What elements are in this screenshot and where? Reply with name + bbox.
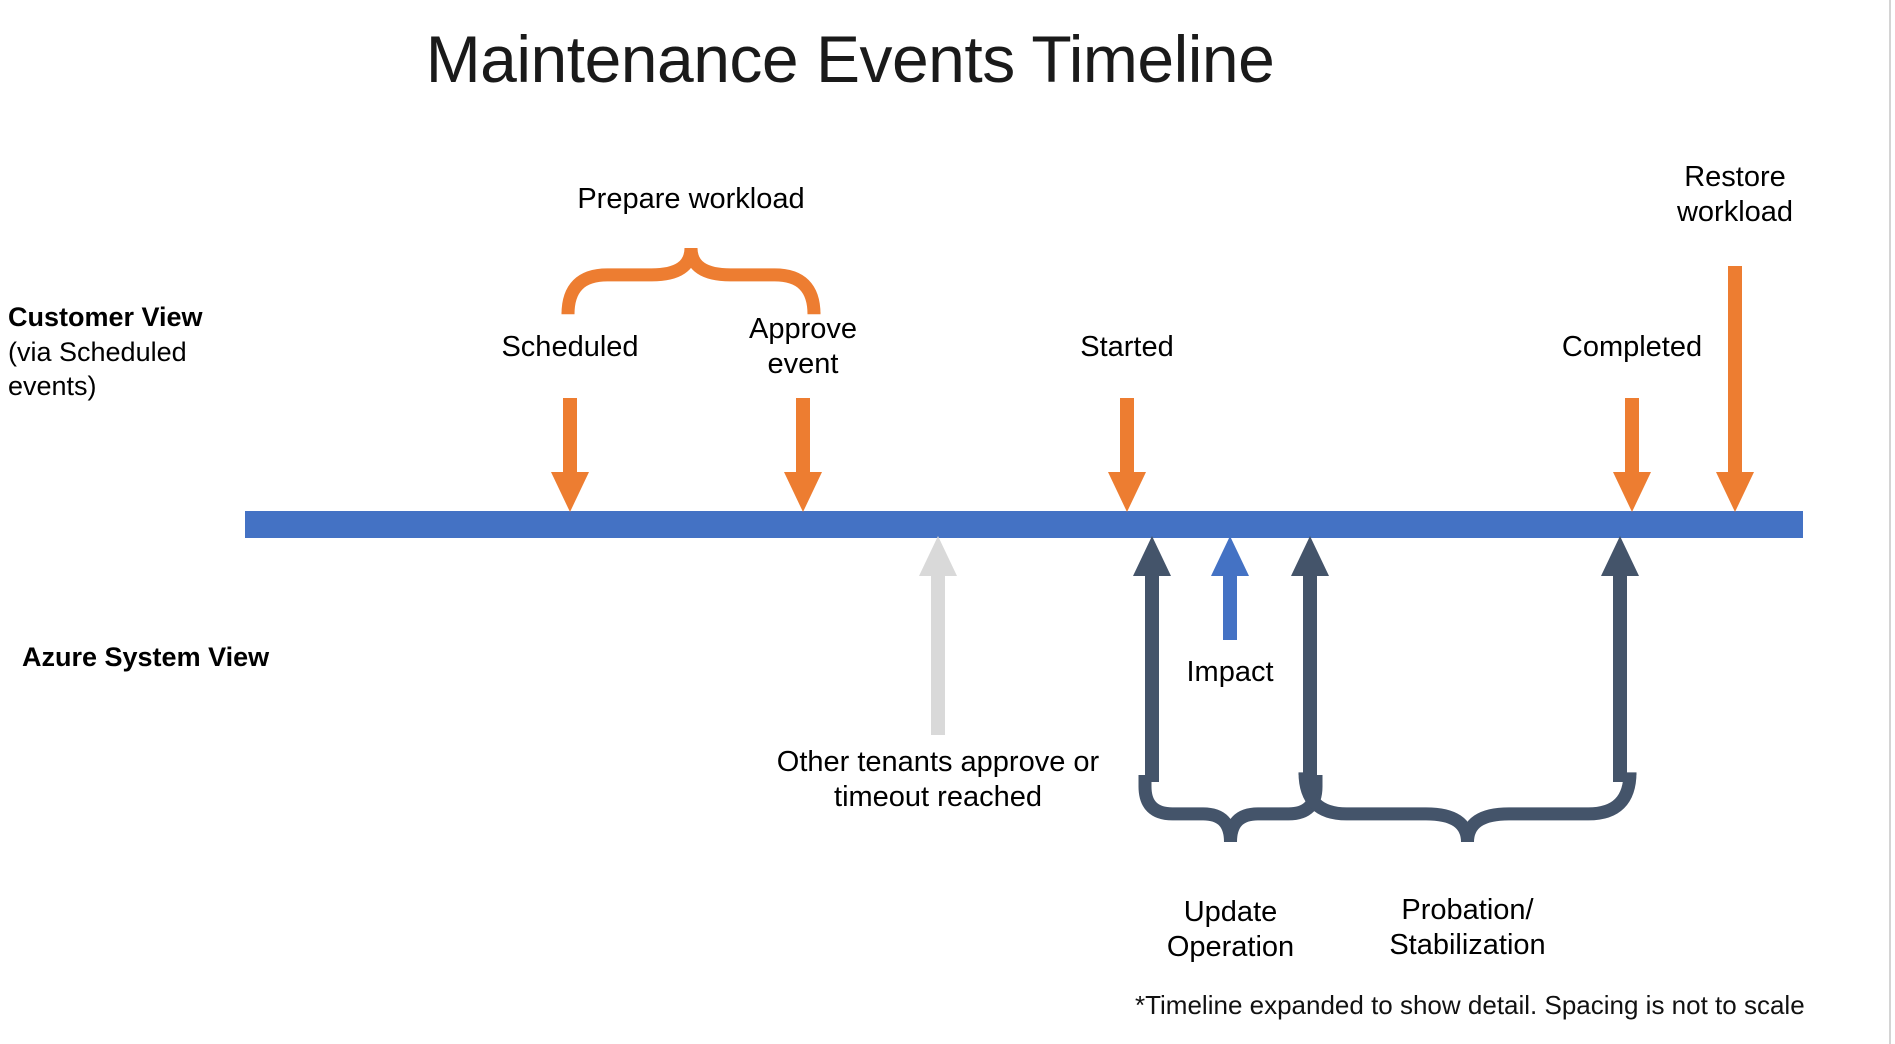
brace-path (1298, 772, 1637, 843)
prepare-workload-label: Prepare workload (577, 183, 805, 215)
event-label-approve: Approve event (748, 313, 857, 381)
arrow-shaft (1613, 574, 1627, 782)
arrow-down-completed (1602, 398, 1662, 512)
system-label-impact: Impact (1186, 656, 1274, 688)
event-label-started: Started (1080, 331, 1174, 363)
arrow-down-started (1097, 398, 1157, 512)
arrowhead (1108, 472, 1146, 512)
brace-path (561, 247, 821, 315)
arrow-shaft (1145, 574, 1159, 782)
brace-path (1138, 775, 1323, 843)
label-line: Update (1183, 896, 1278, 928)
prepare-workload-brace (561, 247, 821, 315)
customer-view-title: Customer View (8, 302, 203, 332)
event-label-scheduled: Scheduled (501, 331, 639, 363)
arrowhead (1613, 472, 1651, 512)
update-operation-brace (1138, 775, 1323, 843)
arrow-shaft (931, 574, 945, 735)
arrowhead (1601, 536, 1639, 576)
arrowhead (784, 472, 822, 512)
event-label-completed: Completed (1561, 331, 1703, 363)
arrow-down-scheduled (540, 398, 600, 512)
arrow-up-update-start (1122, 536, 1182, 782)
label-line: Operation (1166, 931, 1295, 964)
arrow-down-restore (1705, 266, 1765, 512)
timeline-bar (245, 511, 1803, 538)
arrow-up-other-tenants (908, 536, 968, 735)
arrowhead (1211, 536, 1249, 576)
system-label-other-tenants: Other tenants approve or timeout reached (776, 746, 1100, 814)
label-line: Stabilization (1389, 929, 1546, 962)
arrow-up-probation-end (1590, 536, 1650, 782)
slide-right-border (1889, 0, 1891, 1044)
arrow-down-approve (773, 398, 833, 512)
arrow-shaft (1120, 398, 1134, 474)
arrowhead (551, 472, 589, 512)
arrow-shaft (1728, 266, 1742, 474)
arrow-shaft (1625, 398, 1639, 474)
arrowhead (1291, 536, 1329, 576)
arrowhead (1716, 472, 1754, 512)
customer-view-subtitle: (via Scheduled events) (8, 336, 187, 402)
arrowhead (1133, 536, 1171, 576)
probation-stabilization-label: Probation/Stabilization (1308, 893, 1628, 964)
event-label-restore: Restore workload (1676, 161, 1794, 229)
arrow-shaft (563, 398, 577, 474)
arrow-shaft (1223, 574, 1237, 640)
probation-stabilization-brace (1298, 772, 1637, 843)
azure-system-view-label: Azure System View (22, 642, 270, 672)
arrowhead (919, 536, 957, 576)
arrow-shaft (1303, 574, 1317, 782)
arrow-up-update-end (1280, 536, 1340, 782)
arrow-shaft (796, 398, 810, 474)
label-line: Probation/ (1401, 894, 1534, 926)
page-title: Maintenance Events Timeline (425, 22, 1275, 96)
customer-view-label: Customer View (via Scheduled events) (8, 300, 258, 404)
footnote: *Timeline expanded to show detail. Spaci… (1135, 990, 1805, 1020)
arrow-up-impact (1200, 536, 1260, 640)
